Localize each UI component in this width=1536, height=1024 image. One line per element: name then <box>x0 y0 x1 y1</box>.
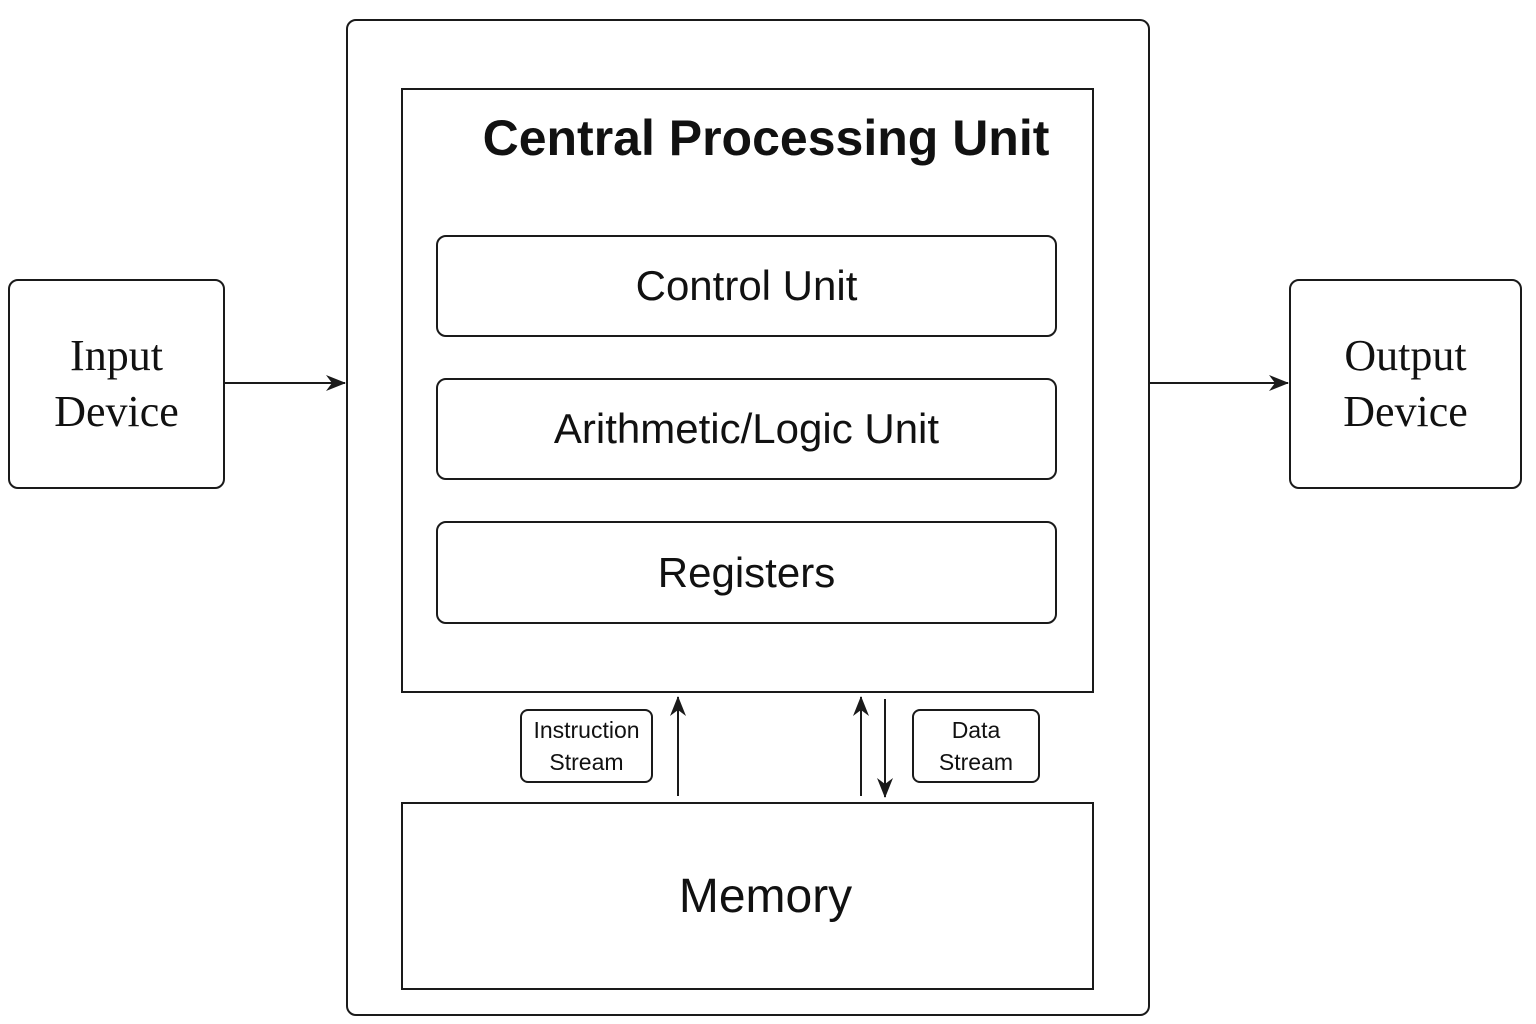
memory-label: Memory <box>678 869 853 923</box>
cpu-title: Central Processing Unit <box>482 110 1050 166</box>
data-stream-label: Data Stream <box>938 717 1014 775</box>
input-device-box: Input Device <box>8 279 225 489</box>
alu-box: Arithmetic/Logic Unit <box>436 378 1057 480</box>
input-device-label: Input Device <box>54 331 179 436</box>
memory-box: Memory <box>401 802 1094 990</box>
registers-label: Registers <box>657 548 836 596</box>
output-device-box: Output Device <box>1289 279 1522 489</box>
alu-label: Arithmetic/Logic Unit <box>553 405 940 452</box>
control-unit-label: Control Unit <box>635 262 858 309</box>
instruction-stream-box: Instruction Stream <box>520 709 653 783</box>
instruction-stream-label: Instruction Stream <box>533 717 640 775</box>
registers-box: Registers <box>436 521 1057 624</box>
output-device-label: Output Device <box>1343 331 1468 436</box>
control-unit-box: Control Unit <box>436 235 1057 337</box>
data-stream-box: Data Stream <box>912 709 1040 783</box>
